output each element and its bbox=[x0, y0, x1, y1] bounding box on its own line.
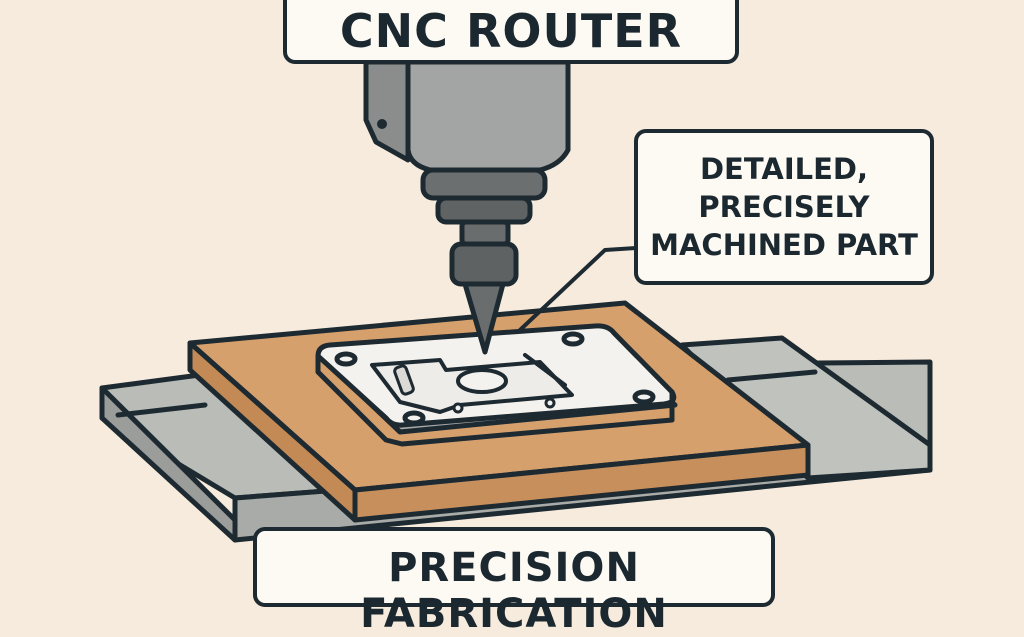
title-label: CNC ROUTER bbox=[283, 0, 739, 64]
bottom-label: PRECISION FABRICATION bbox=[253, 527, 775, 637]
cnc-router-illustration bbox=[99, 59, 933, 543]
callout-line-3: MACHINED PART bbox=[650, 228, 918, 262]
machined-part bbox=[315, 323, 678, 447]
title-text: CNC ROUTER bbox=[339, 4, 683, 58]
callout-label: DETAILED, PRECISELY MACHINED PART bbox=[634, 129, 934, 285]
callout-line-1: DETAILED, bbox=[699, 152, 869, 186]
callout-line-2: PRECISELY bbox=[698, 190, 870, 224]
spindle bbox=[363, 59, 571, 355]
bottom-text: PRECISION FABRICATION bbox=[360, 545, 668, 637]
callout-leader-line bbox=[518, 246, 638, 332]
